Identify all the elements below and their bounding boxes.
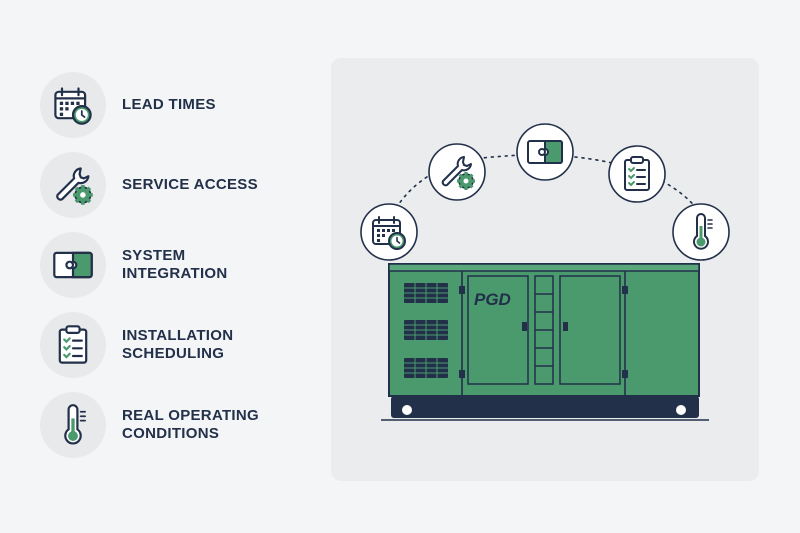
arc-clipboard-icon xyxy=(608,145,666,203)
puzzle-icon xyxy=(40,232,106,298)
thermometer-icon xyxy=(40,392,106,458)
feature-list: LEAD TIMES SERVICE ACCESS SYSTEM INTEGRA… xyxy=(40,72,310,472)
list-item-real-operating-conditions: REAL OPERATING CONDITIONS xyxy=(40,392,310,472)
arc-wrench-icon xyxy=(428,143,486,201)
generator-illustration-panel: PGD xyxy=(331,58,759,481)
list-item-label: SERVICE ACCESS xyxy=(122,176,258,193)
clipboard-check-icon xyxy=(40,312,106,378)
generator: PGD xyxy=(381,263,709,421)
brand-logo: PGD xyxy=(474,290,511,309)
list-item-label: LEAD TIMES xyxy=(122,96,216,113)
list-item-label: INSTALLATION SCHEDULING xyxy=(122,327,234,362)
list-item-label: SYSTEM INTEGRATION xyxy=(122,247,228,282)
arc-thermometer-icon xyxy=(672,203,730,261)
list-item-system-integration: SYSTEM INTEGRATION xyxy=(40,232,310,312)
list-item-installation-scheduling: INSTALLATION SCHEDULING xyxy=(40,312,310,392)
wrench-gear-icon xyxy=(40,152,106,218)
arc-puzzle-icon xyxy=(516,123,574,181)
calendar-clock-icon xyxy=(40,72,106,138)
list-item-label: REAL OPERATING CONDITIONS xyxy=(122,407,259,442)
generator-illustration: PGD xyxy=(360,123,730,421)
list-item-lead-times: LEAD TIMES xyxy=(40,72,310,152)
arc-calendar-icon xyxy=(360,203,418,261)
list-item-service-access: SERVICE ACCESS xyxy=(40,152,310,232)
